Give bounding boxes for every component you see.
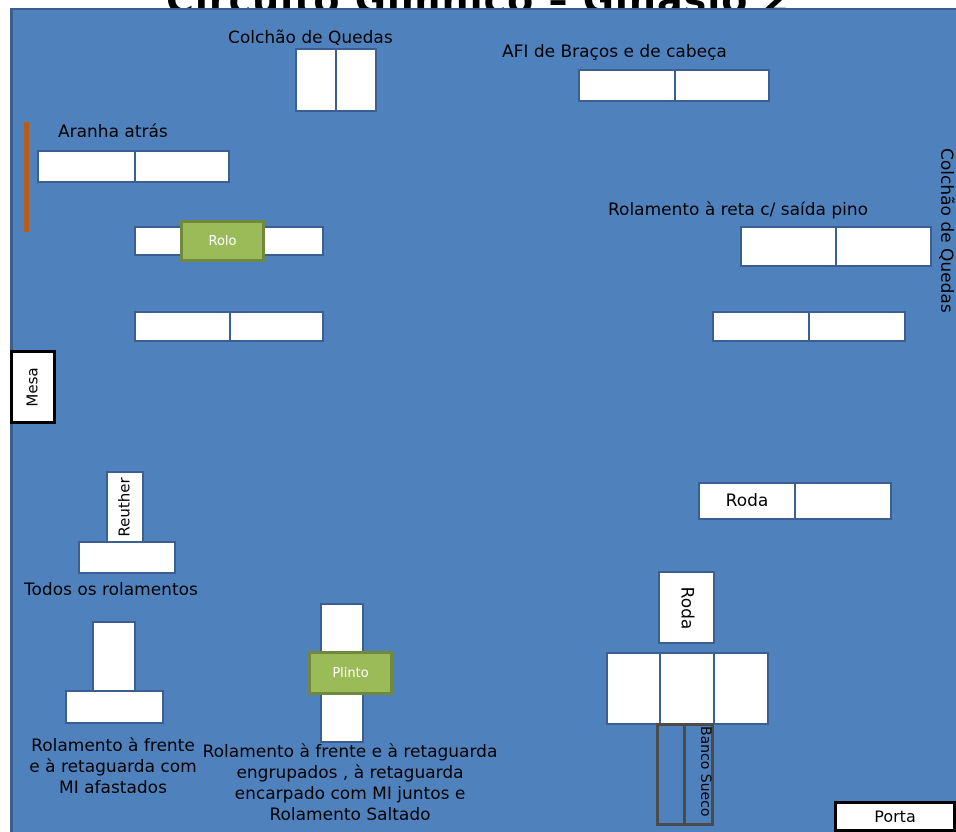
mat-roda-right [794,482,892,520]
mat-bottom-right-1 [606,652,661,725]
mat-right-row-left [712,311,810,342]
wall-bar [24,122,29,232]
label-aranha: Aranha atrás [58,122,168,142]
mat-left-row-left [134,311,231,342]
label-roda-v: Roda [676,586,697,629]
equipment-plinto: Plinto [308,651,393,695]
label-roda-h: Roda [725,491,769,511]
mat-left-row-right [229,311,324,342]
label-colchao-quedas-side: Colchão de Quedas [936,148,956,313]
label-reuther: Reuther [116,477,134,537]
label-banco-sueco: Banco Sueco [697,726,713,817]
equipment-mesa: Mesa [10,350,56,424]
label-mesa: Mesa [24,367,42,407]
mat-colchao-top-left [295,48,337,112]
label-rolamento-engrupados: Rolamento à frente e à retaguarda engrup… [202,742,498,825]
equipment-rolo: Rolo [180,220,265,262]
mat-aranha-left [37,150,137,183]
label-porta: Porta [874,807,916,826]
mat-todos-vertical [92,621,136,693]
equipment-reuther: Reuther [106,471,144,543]
mat-reta-left [740,226,837,267]
mat-reuther [78,541,176,574]
mat-afi-right [674,69,770,102]
mat-roda-vertical: Roda [658,571,715,644]
label-plinto: Plinto [332,665,369,681]
mat-bottom-right-3 [713,652,769,725]
bench-outline-right [684,723,714,826]
mat-afi-left [578,69,676,102]
mat-rolo-left [134,226,184,256]
label-afi: AFI de Braços e de cabeça [502,42,727,62]
mat-todos-horizontal [65,690,164,724]
door-porta: Porta [834,801,956,832]
label-rolamento-afastados: Rolamento à frente e à retaguarda com MI… [29,736,197,798]
mat-rolo-right [262,226,324,256]
label-rolamento-reta: Rolamento à reta c/ saída pino [608,200,869,220]
mat-aranha-right [134,150,230,183]
mat-roda-left: Roda [698,482,796,520]
bench-outline-left [656,723,686,826]
label-colchao-quedas-top: Colchão de Quedas [228,28,393,48]
mat-reta-right [835,226,932,267]
label-rolo: Rolo [208,233,237,249]
mat-bottom-right-2 [659,652,715,725]
mat-colchao-top-right [335,48,377,112]
label-todos-rolamentos: Todos os rolamentos [24,580,198,600]
mat-right-row-right [808,311,906,342]
